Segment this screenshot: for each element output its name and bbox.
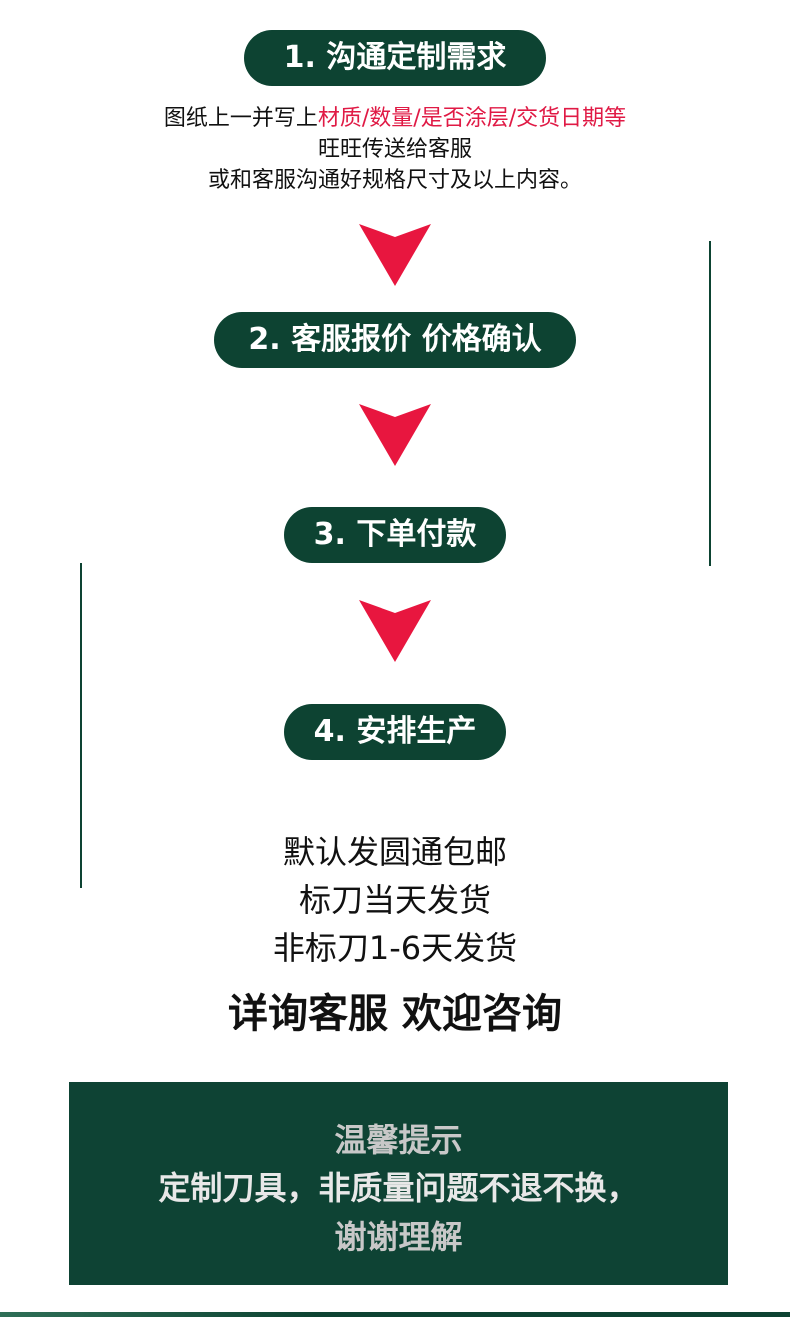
step-2-badge: 2. 客服报价 价格确认 [214,312,576,368]
notice-title: 温馨提示 [334,1121,463,1159]
step-4-label: 4. 安排生产 [313,714,477,749]
shipping-line-3: 非标刀1-6天发货 [272,929,518,967]
step-3-badge: 3. 下单付款 [284,507,506,563]
step-4-badge: 4. 安排生产 [284,704,506,760]
decorative-line-right [709,241,711,566]
down-arrow-icon [359,600,431,662]
down-arrow-icon [359,404,431,466]
down-arrow-icon [359,224,431,286]
step-1-label: 1. 沟通定制需求 [283,40,507,75]
notice-body: 定制刀具，非质量问题不退不换， [158,1169,639,1207]
consult-banner: 详询客服 欢迎咨询 [228,991,562,1037]
desc-line-1-text: 图纸上一并写上 [163,106,318,131]
shipping-line-1: 默认发圆通包邮 [282,833,507,871]
step-1-badge: 1. 沟通定制需求 [244,30,546,86]
step-3-label: 3. 下单付款 [313,517,477,552]
desc-line-1: 图纸上一并写上材质/数量/是否涂层/交货日期等 [0,103,790,134]
decorative-line-left [80,563,82,888]
shipping-line-2: 标刀当天发货 [298,881,491,919]
desc-line-2: 旺旺传送给客服 [317,137,472,162]
desc-line-1-highlight: 材质/数量/是否涂层/交货日期等 [317,106,627,131]
notice-thanks: 谢谢理解 [334,1218,463,1256]
step-1-description: 图纸上一并写上材质/数量/是否涂层/交货日期等 旺旺传送给客服 或和客服沟通好规… [0,103,790,196]
bottom-divider [0,1312,790,1317]
shipping-info: 默认发圆通包邮 标刀当天发货 非标刀1-6天发货 [0,828,790,972]
desc-line-3: 或和客服沟通好规格尺寸及以上内容。 [207,168,582,193]
notice-box: 温馨提示 定制刀具，非质量问题不退不换， 谢谢理解 [69,1082,728,1285]
step-2-label: 2. 客服报价 价格确认 [248,322,542,357]
